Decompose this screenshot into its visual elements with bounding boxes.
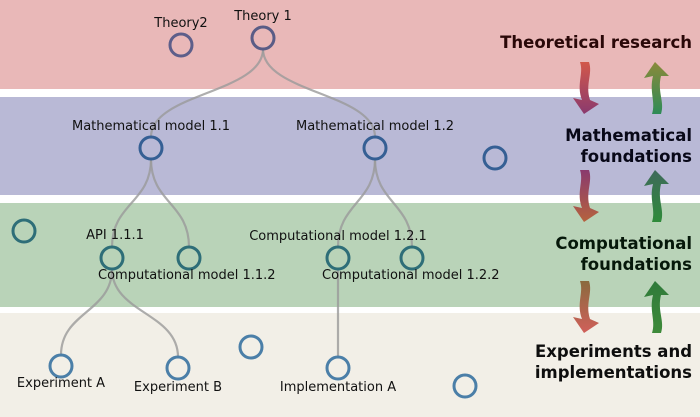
node-comp122 <box>399 245 425 271</box>
flow-arrow-down-computational <box>573 281 599 333</box>
flow-arrow-up-mathematical <box>644 170 669 222</box>
flow-arrow-layer <box>573 62 669 333</box>
node-label-math12: Mathematical model 1.2 <box>296 119 454 134</box>
node-label-comp122: Computational model 1.2.2 <box>322 268 500 283</box>
band-title-mathematical-line-2: foundations <box>581 147 693 166</box>
node-label-expA: Experiment A <box>17 376 105 391</box>
edge-math11-to-api111 <box>110 158 153 248</box>
edge-math12-to-comp121 <box>336 158 377 248</box>
node-expB <box>165 355 191 381</box>
band-title-mathematical-line-1: Mathematical <box>565 126 692 145</box>
node-label-comp121: Computational model 1.2.1 <box>249 229 427 244</box>
node-comp112 <box>176 245 202 271</box>
node-comp121 <box>325 245 351 271</box>
node-label-api111: API 1.1.1 <box>86 228 144 243</box>
node-exp_empty2 <box>452 373 478 399</box>
node-implA <box>325 355 351 381</box>
edge-math11-to-comp112 <box>149 158 191 248</box>
band-title-computational-line-2: foundations <box>581 255 693 274</box>
flow-arrow-up-computational <box>644 281 669 333</box>
band-title-theoretical-line-1: Theoretical research <box>500 33 692 52</box>
node-label-comp112: Computational model 1.1.2 <box>98 268 276 283</box>
edge-api111-to-expB <box>110 268 180 358</box>
node-label-theory2: Theory2 <box>153 16 207 31</box>
node-math11 <box>138 135 164 161</box>
node-expA <box>48 353 74 379</box>
node-math_empty <box>482 145 508 171</box>
node-label-expB: Experiment B <box>134 380 222 395</box>
flow-arrow-down-theoretical <box>573 62 599 114</box>
edge-layer <box>59 48 414 358</box>
flow-arrow-down-mathematical <box>573 170 599 222</box>
node-api111 <box>99 245 125 271</box>
node-layer: Theory2 Theory 1 Mathematical model 1.1 Mat… <box>11 9 508 399</box>
band-mathematical <box>0 97 700 195</box>
node-comp_empty <box>11 218 37 244</box>
node-label-theory1: Theory 1 <box>233 9 292 24</box>
band-title-computational-line-1: Computational <box>555 234 692 253</box>
flow-arrow-up-theoretical <box>644 62 669 114</box>
node-label-implA: Implementation A <box>280 380 396 395</box>
node-exp_empty1 <box>238 334 264 360</box>
band-title-experiments-line-2: implementations <box>535 363 692 382</box>
node-label-math11: Mathematical model 1.1 <box>72 119 230 134</box>
edge-math12-to-comp122 <box>373 158 414 248</box>
edge-theory1-to-math12 <box>261 48 377 138</box>
node-math12 <box>362 135 388 161</box>
edge-api111-to-expA <box>59 268 114 356</box>
node-theory2 <box>168 32 194 58</box>
band-title-experiments-line-1: Experiments and <box>535 342 692 361</box>
edge-theory1-to-math11 <box>149 48 265 138</box>
node-theory1 <box>250 25 276 51</box>
